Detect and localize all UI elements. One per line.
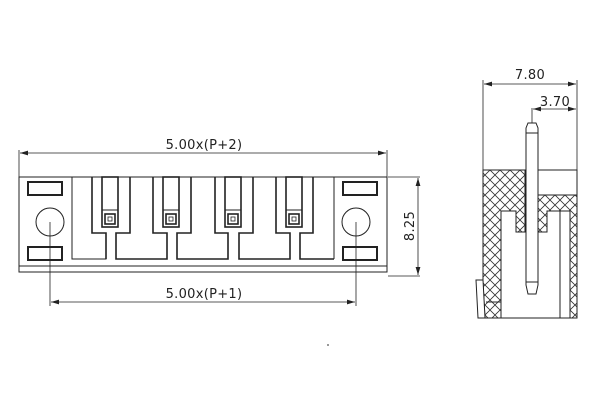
left-mounting-end	[27, 181, 65, 261]
pin-cavities	[71, 176, 335, 260]
contact-pin	[525, 122, 539, 295]
dimension-bottom-label: 5.00x(P+1)	[166, 287, 243, 302]
side-view: 7.80 3.70	[475, 68, 578, 319]
connector-body	[18, 176, 388, 273]
pin-4	[285, 176, 303, 228]
dimension-top-label: 5.00x(P+2)	[166, 138, 243, 153]
front-view: 5.00x(P+2)	[18, 138, 421, 306]
pin-1	[101, 176, 119, 228]
right-mounting-end	[341, 181, 378, 261]
dimension-pin-offset-label: 3.70	[540, 95, 570, 110]
dimension-side-width-label: 7.80	[515, 68, 545, 83]
pin-2	[162, 176, 180, 228]
dimension-side-width: 7.80	[482, 68, 578, 170]
dimension-height: 8.25	[388, 176, 421, 277]
dimension-overall-width: 5.00x(P+2)	[18, 138, 388, 178]
pin-3	[224, 176, 242, 228]
dimension-pin-offset: 3.70	[531, 95, 576, 124]
dimension-pitch-width: 5.00x(P+1)	[49, 222, 357, 306]
dimension-height-label: 8.25	[403, 211, 418, 241]
stray-mark	[327, 344, 329, 346]
